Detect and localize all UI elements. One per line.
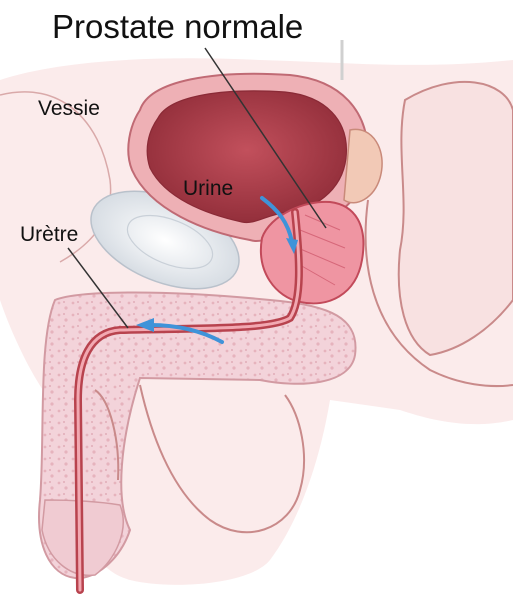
- buttock-outline: [399, 82, 513, 355]
- diagram-title: Prostate normale: [52, 10, 303, 43]
- label-urethra: Urètre: [20, 224, 78, 245]
- label-urine: Urine: [183, 178, 233, 199]
- label-bladder: Vessie: [38, 98, 100, 119]
